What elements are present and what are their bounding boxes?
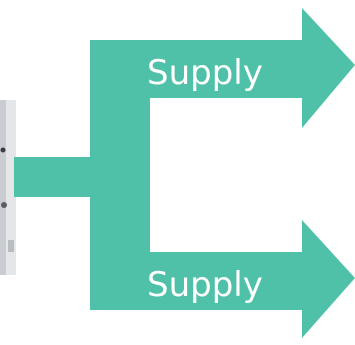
photo-fragment-detail	[8, 240, 14, 252]
photo-fragment-detail	[1, 202, 7, 208]
branch-label-bottom: Supply	[147, 265, 263, 305]
photo-fragment-detail	[0, 147, 6, 153]
photo-thumbnail-icon	[0, 100, 16, 275]
vertical-connector	[90, 40, 150, 310]
bottom-arrow	[150, 220, 355, 338]
photo-fragment-shade	[0, 100, 6, 275]
branch-label-top: Supply	[147, 53, 263, 93]
top-arrow	[150, 8, 355, 128]
split-arrow	[14, 8, 355, 338]
stem	[14, 157, 92, 197]
